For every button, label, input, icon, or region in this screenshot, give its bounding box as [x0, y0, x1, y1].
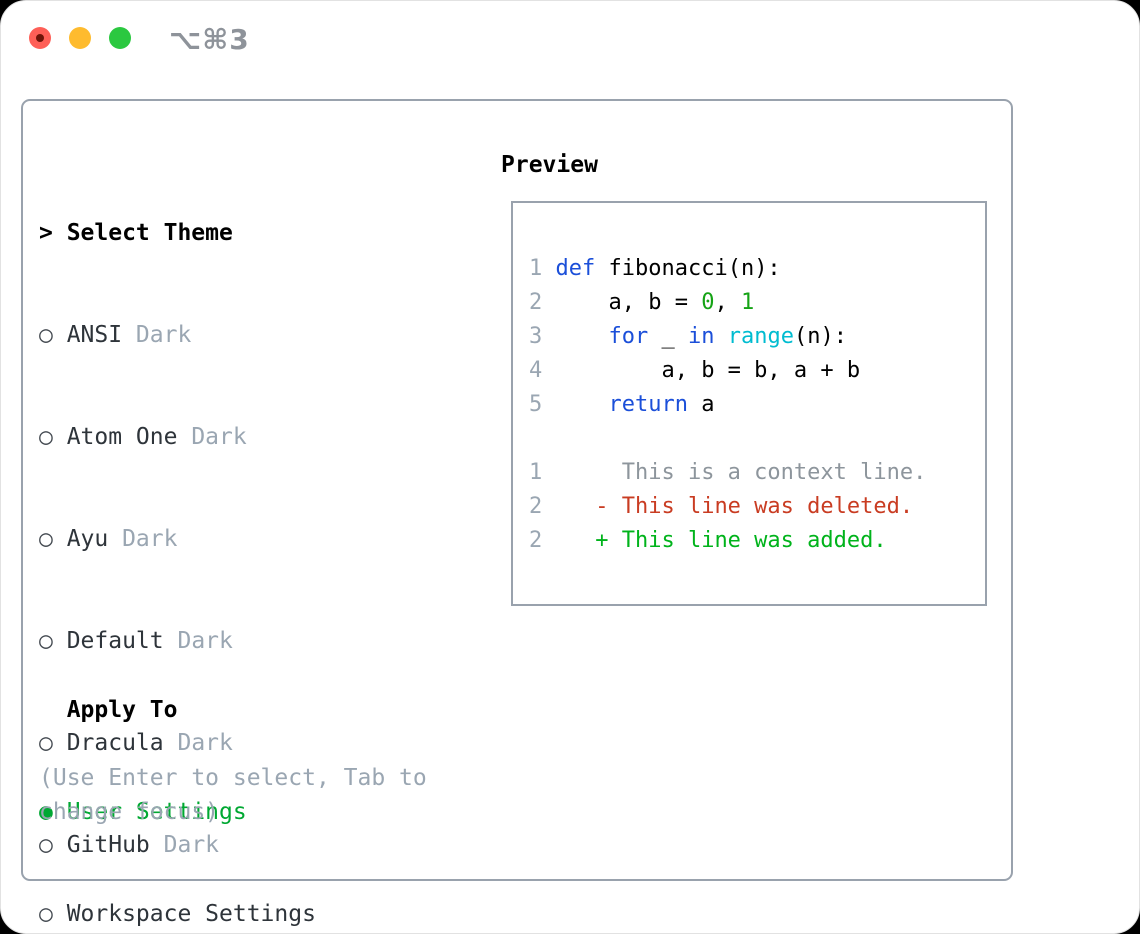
code-line: 4 a, b = b, a + b: [529, 358, 861, 383]
code-line: [529, 422, 977, 456]
preview-title: Preview: [501, 152, 598, 178]
code-preview: 1 def fibonacci(n): 2 a, b = 0, 1 3 for _ …: [513, 203, 985, 558]
code-line: 3 for _ in range(n):: [529, 324, 847, 349]
radio-icon: ○: [39, 730, 53, 756]
code-line: 2 - This line was deleted.: [529, 494, 914, 519]
window-shortcut-label: ⌥⌘3: [169, 23, 250, 56]
radio-selected-icon: ●: [39, 799, 53, 825]
apply-to-header: Apply To: [66, 697, 178, 723]
apply-to-section: Apply To ●User Settings ○Workspace Setti…: [39, 625, 316, 934]
select-theme-header: > Select Theme: [39, 216, 330, 250]
close-button-icon[interactable]: [29, 27, 51, 49]
code-preview-box: 1 def fibonacci(n): 2 a, b = 0, 1 3 for _ …: [511, 201, 987, 606]
code-line: 5 return a: [529, 392, 715, 417]
code-line: 1 This is a context line.: [529, 460, 927, 485]
theme-list-title: Select Theme: [66, 220, 233, 246]
focus-caret-icon: >: [39, 220, 53, 246]
radio-icon: ○: [39, 832, 53, 858]
apply-option-user-settings[interactable]: ●User Settings: [39, 795, 316, 829]
titlebar: ⌥⌘3: [1, 1, 1139, 75]
help-text: (Use Enter to select, Tab to change focu…: [39, 765, 427, 825]
radio-icon: ○: [39, 901, 53, 927]
code-line: 2 a, b = 0, 1: [529, 290, 755, 315]
minimize-button-icon[interactable]: [69, 27, 91, 49]
radio-icon: ○: [39, 424, 53, 450]
radio-icon: ○: [39, 628, 53, 654]
zoom-button-icon[interactable]: [109, 27, 131, 49]
radio-icon: ○: [39, 322, 53, 348]
code-line: 1 def fibonacci(n):: [529, 256, 781, 281]
apply-option-workspace-settings[interactable]: ○Workspace Settings: [39, 897, 316, 931]
code-line: 2 + This line was added.: [529, 528, 887, 553]
radio-icon: ○: [39, 526, 53, 552]
